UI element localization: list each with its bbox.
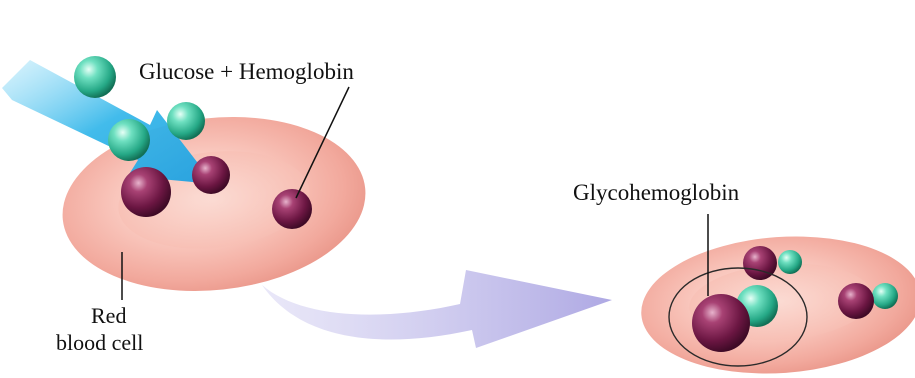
hemoglobin-sphere-icon <box>121 167 171 217</box>
glucose-molecule <box>108 119 150 161</box>
hemoglobin-sphere-icon <box>692 294 750 352</box>
hemoglobin-molecule <box>121 167 171 217</box>
glucose-sphere-icon <box>167 102 205 140</box>
label-glycohemoglobin: Glycohemoglobin <box>573 180 740 205</box>
glucose-sphere-icon <box>108 119 150 161</box>
hemoglobin-sphere-icon <box>192 156 230 194</box>
label-glucose-hemoglobin: Glucose + Hemoglobin <box>139 59 354 84</box>
glucose-molecule <box>167 102 205 140</box>
hemoglobin-molecule <box>272 189 312 229</box>
glucose-molecule <box>74 56 116 98</box>
glucose-sphere-icon <box>74 56 116 98</box>
glucose-sphere-icon <box>872 283 898 309</box>
hemoglobin-molecule <box>192 156 230 194</box>
label-red-blood-cell-line2: blood cell <box>56 330 143 355</box>
glucose-sphere-icon <box>778 250 802 274</box>
label-red-blood-cell-line1: Red <box>91 303 126 328</box>
hemoglobin-sphere-icon <box>272 189 312 229</box>
transition-arrow <box>262 270 612 348</box>
hemoglobin-sphere-icon <box>838 283 874 319</box>
